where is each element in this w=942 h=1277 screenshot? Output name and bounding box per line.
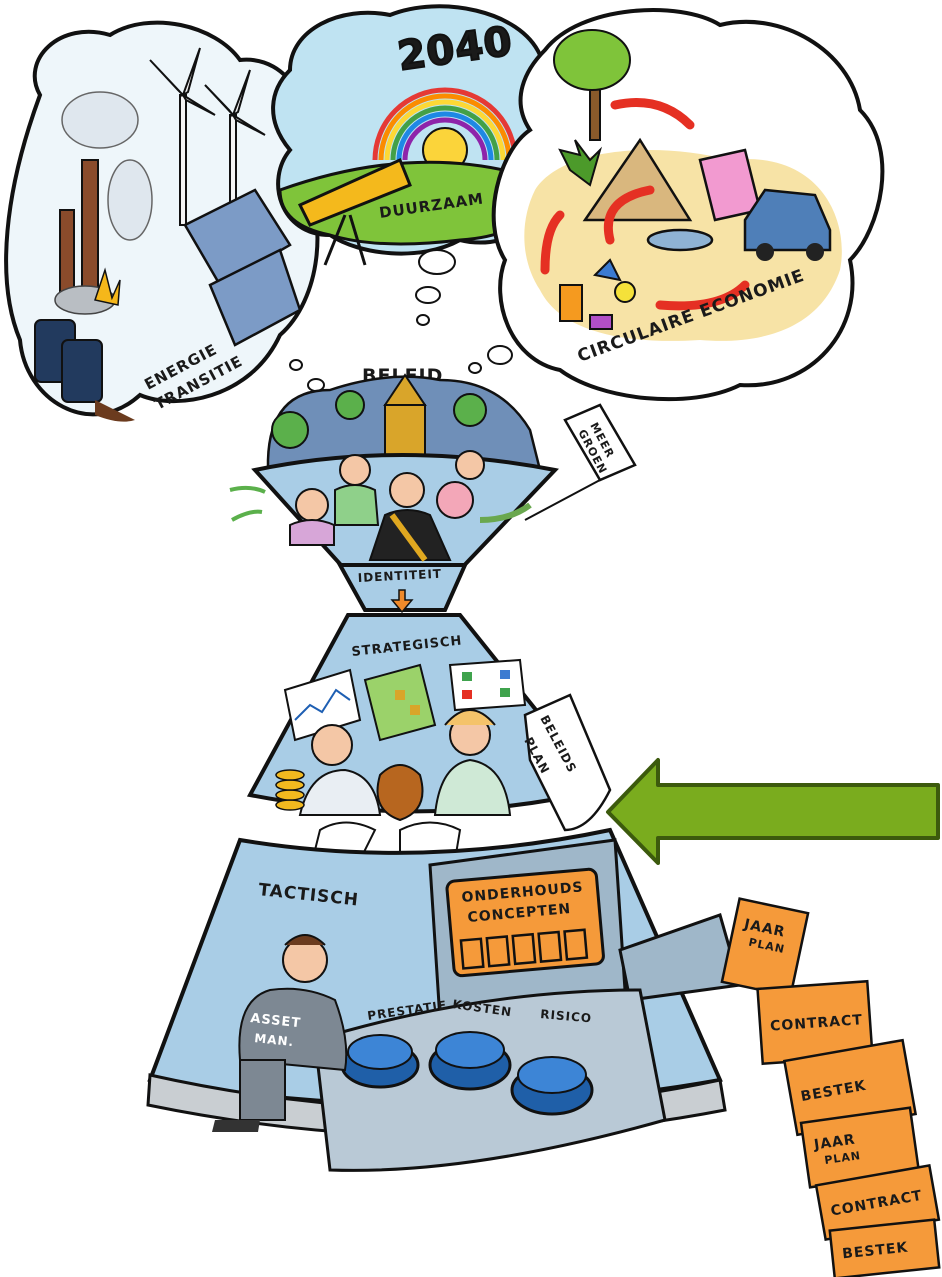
car-icon bbox=[743, 188, 832, 261]
output-sheet: CONTRACT bbox=[814, 1163, 941, 1242]
future-2040-bubble: 2040 DUURZAAM bbox=[271, 4, 569, 266]
policy-funnel: BELEID IDENTITEIT MEE bbox=[229, 365, 637, 614]
asset-label-2: MAN. bbox=[254, 1031, 295, 1049]
knob-risico[interactable] bbox=[510, 1056, 594, 1116]
maintenance-concepts-display: ONDERHOUDS CONCEPTEN bbox=[428, 838, 627, 1022]
flow-paper-icon bbox=[448, 658, 527, 712]
mayor-icon bbox=[389, 472, 425, 508]
beleidsplan-document: BELEIDS PLAN bbox=[521, 693, 612, 832]
citizens-group bbox=[289, 450, 532, 562]
map-paper-icon bbox=[363, 663, 437, 742]
plate-icon bbox=[646, 228, 714, 252]
tactical-machine: TACTISCH ONDERHOUDS CONCEPTEN PRESTATIE … bbox=[146, 827, 742, 1172]
official-man-icon bbox=[311, 724, 353, 766]
branch-icon bbox=[229, 485, 266, 522]
green-arrow-left-icon bbox=[606, 758, 940, 865]
output-sheet-label: CONTRACT bbox=[770, 1012, 864, 1034]
knob-prestatie[interactable] bbox=[340, 1034, 420, 1089]
output-sheets: JAARPLANCONTRACTBESTEKJAARPLANCONTRACTBE… bbox=[720, 897, 941, 1277]
coin-stack-icon bbox=[275, 769, 305, 811]
circular-economy-bubble: CIRCULAIRE ECONOMIE bbox=[491, 8, 885, 402]
cycle-arrow-icon bbox=[540, 98, 750, 311]
down-arrow-icon bbox=[390, 589, 414, 614]
rainbow-icon bbox=[372, 87, 518, 161]
energy-transition-bubble: ENERGIE TRANSITIE bbox=[4, 20, 320, 422]
identiteit-label: IDENTITEIT bbox=[357, 567, 442, 585]
pig-icon bbox=[436, 481, 474, 519]
output-sheet-label: JAAR bbox=[812, 1132, 856, 1154]
chimney-icon bbox=[81, 159, 99, 306]
solar-panel-icon bbox=[183, 188, 302, 347]
block-icon bbox=[559, 284, 583, 322]
telescope-icon bbox=[297, 157, 412, 266]
asset-manager-figure: ASSET MAN. bbox=[212, 934, 348, 1132]
strategic-layer: STRATEGISCH BELEIDS PLA bbox=[246, 613, 612, 862]
sand-pile-icon bbox=[582, 137, 693, 222]
chart-paper-icon bbox=[283, 668, 362, 742]
output-sheet: BESTEK bbox=[828, 1218, 941, 1277]
output-sheet-sublabel: PLAN bbox=[824, 1149, 862, 1167]
tree-icon bbox=[553, 29, 631, 141]
knob-kosten[interactable] bbox=[428, 1031, 512, 1091]
money-bag-icon bbox=[376, 764, 424, 822]
oil-barrel-icon bbox=[34, 319, 135, 422]
plant-icon bbox=[558, 139, 603, 187]
output-sheet-label: BESTEK bbox=[842, 1240, 910, 1263]
wind-turbine-icon bbox=[149, 47, 266, 226]
meer-groen-sign: MEER GROEN bbox=[524, 403, 637, 521]
asset-label-1: ASSET bbox=[250, 1011, 302, 1031]
knob-label-risico: RISICO bbox=[540, 1007, 593, 1025]
thought-dots bbox=[289, 249, 513, 392]
